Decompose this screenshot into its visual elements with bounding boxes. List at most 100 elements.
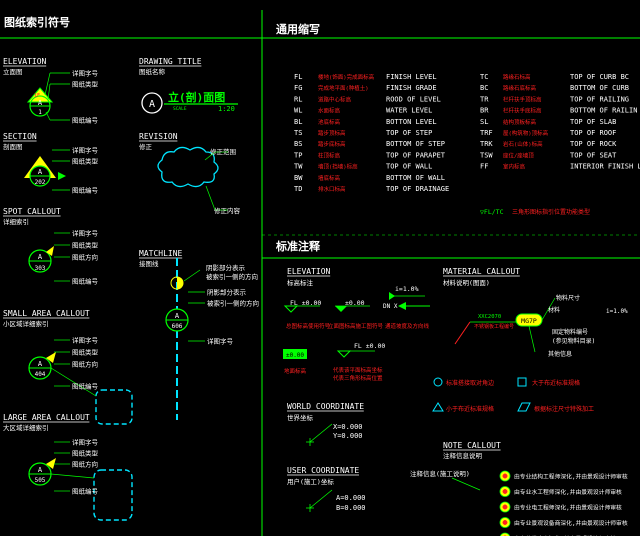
abbrev-cn: 墙底标高 (318, 174, 341, 182)
elevation-caption: 地面标高 (284, 367, 307, 375)
note-bullet-dot (502, 489, 508, 494)
abbrev-en: BOTTOM OF WALL (386, 174, 445, 182)
abbrev-en: ROOD OF LEVEL (386, 95, 441, 103)
leader-line (204, 151, 216, 161)
revision-cloud (157, 146, 219, 188)
symbol-subtitle: 立面图 (3, 67, 23, 76)
callout-label: 被索引一侧的方向 (206, 272, 258, 281)
abbrev-en: FINISH LEVEL (386, 73, 437, 81)
callout-label: 图纸编号 (72, 382, 99, 391)
abbrev-en: TOP OF STEP (386, 129, 432, 137)
abbrev-cn: 路缘石标高 (503, 73, 531, 81)
elevation-box (283, 349, 307, 359)
callout-label: 详图字号 (72, 336, 99, 345)
symbol-subtitle: 世界坐标 (287, 413, 314, 422)
callout-label: 阴影部分表示 (206, 263, 246, 272)
small-area-boundary (95, 389, 133, 425)
abbrev-code: TR (480, 95, 489, 103)
material-leader (454, 321, 471, 345)
symbol-description: 大于布近标准规格 (532, 379, 580, 387)
elevation-caption: 立面图标高施工图符号 (328, 322, 384, 330)
detail-number: A (38, 99, 43, 107)
sheet-number: 606 (172, 323, 183, 330)
elev-triangle-3 (336, 350, 352, 358)
coordinate-value: Y=0.000 (333, 432, 363, 440)
note-bullet (499, 532, 511, 536)
abbrev-en: BOTTOM OF STEP (386, 140, 445, 148)
symbol-subtitle: 注释信息说明 (443, 451, 483, 460)
spot-arrow (46, 246, 54, 256)
note-lead: 注释信息(施工说明) (410, 469, 470, 478)
symbol-title: SECTION (3, 132, 37, 141)
leader-line (44, 72, 51, 96)
material-subcode: 不锈钢板工程编号 (474, 323, 514, 330)
section-title: 标准注释 (275, 239, 321, 253)
symbol-title: WORLD COORDINATE (287, 402, 364, 411)
abbrev-en: INTERIOR FINISH L (570, 163, 640, 171)
leader-line (183, 269, 201, 282)
symbol-title: SMALL AREA CALLOUT (3, 309, 90, 318)
callout-label: 图纸编号 (72, 186, 99, 195)
abbrev-en: TOP OF SLAB (570, 118, 616, 126)
callout-label: 其他信息 (548, 350, 572, 358)
abbrev-cn: 屋(构筑物)顶标高 (503, 129, 549, 137)
leader-line (451, 477, 481, 491)
symbol-title: LARGE AREA CALLOUT (3, 413, 90, 422)
abbrev-en: TOP OF SEAT (570, 151, 617, 159)
symbol-subtitle: 图纸名称 (139, 67, 166, 76)
callout-label: 详图字号 (72, 69, 99, 78)
detail-number: A (38, 466, 43, 474)
abbrev-code: BS (294, 140, 302, 148)
callout-label: 阴影部分表示 (207, 288, 247, 297)
symbol-title: MATCHLINE (139, 249, 183, 258)
callout-label: 图纸类型 (72, 241, 99, 250)
elevation-caption: 通道坡度及方向线 (385, 322, 430, 330)
drawing-name: 立(剖)面图 (168, 90, 225, 104)
leader-line (45, 111, 51, 121)
sheet-number: 505 (35, 477, 46, 484)
elevation-value: ±0.00 (345, 299, 365, 307)
abbrev-cn: 柱顶标高 (318, 151, 341, 159)
detail-number: A (38, 168, 43, 176)
scale-value: 1:20 (218, 105, 235, 113)
callout-label: 图纸编号 (72, 277, 99, 286)
callout-label: 修正内容 (214, 206, 241, 215)
elev-triangle-2 (335, 306, 347, 312)
elevation-value: FL ±0.00 (354, 342, 385, 350)
coordinate-value: B=0.000 (336, 504, 366, 512)
abbrev-code: FF (480, 163, 488, 171)
abbrev-code: TSW (480, 151, 493, 159)
callout-label: 被索引一侧的方向 (207, 299, 259, 308)
abbrev-cn: 岩石(山体)标高 (503, 140, 543, 148)
leader-line (50, 367, 97, 397)
coordinate-value: A=0.000 (336, 494, 366, 502)
symbol-title: ELEVATION (3, 57, 47, 66)
slope-label: DN X (383, 303, 398, 310)
note-bullet-dot (502, 473, 508, 479)
abbrev-code: BW (294, 174, 303, 182)
note-bullet-dot (502, 520, 508, 525)
abbrev-cn: 墙顶(挡墙)标高 (318, 163, 358, 171)
symbol-subtitle: 详细索引 (3, 217, 29, 226)
symbol-subtitle: 用户(施工)坐标 (287, 477, 334, 486)
note-bullet-dot (502, 504, 508, 510)
callout-label: 物料尺寸 (556, 294, 580, 302)
abbrev-en: BOTTOM OF CURB (570, 84, 629, 92)
abbrev-cn: 踏步顶标高 (318, 129, 346, 137)
abbrev-footnote: 三角形图标指引位置功能类型 (512, 208, 590, 216)
note-item: 由专业水工程师深化,并由景观设计师审核 (514, 488, 622, 496)
callout-label: 图纸类型 (72, 157, 99, 166)
large-arrow (46, 458, 56, 469)
symbol-title: USER COORDINATE (287, 466, 359, 475)
callout-label: 详图字号 (72, 438, 99, 447)
slope-label: i=1.0% (395, 285, 419, 293)
section-title: 图纸索引符号 (4, 15, 70, 29)
note-item: 由专业结构工程师深化,并由景观设计师审核 (514, 473, 628, 481)
section-title: 通用缩写 (276, 22, 320, 36)
abbrev-en: TOP OF CURB BC (570, 73, 629, 81)
abbrev-code: BL (294, 118, 302, 126)
triangle-symbol (432, 402, 444, 412)
callout-label: 图纸方向 (72, 460, 98, 469)
abbrev-en: TOP OF WALL (386, 163, 432, 171)
callout-label: 图纸方向 (72, 360, 98, 369)
